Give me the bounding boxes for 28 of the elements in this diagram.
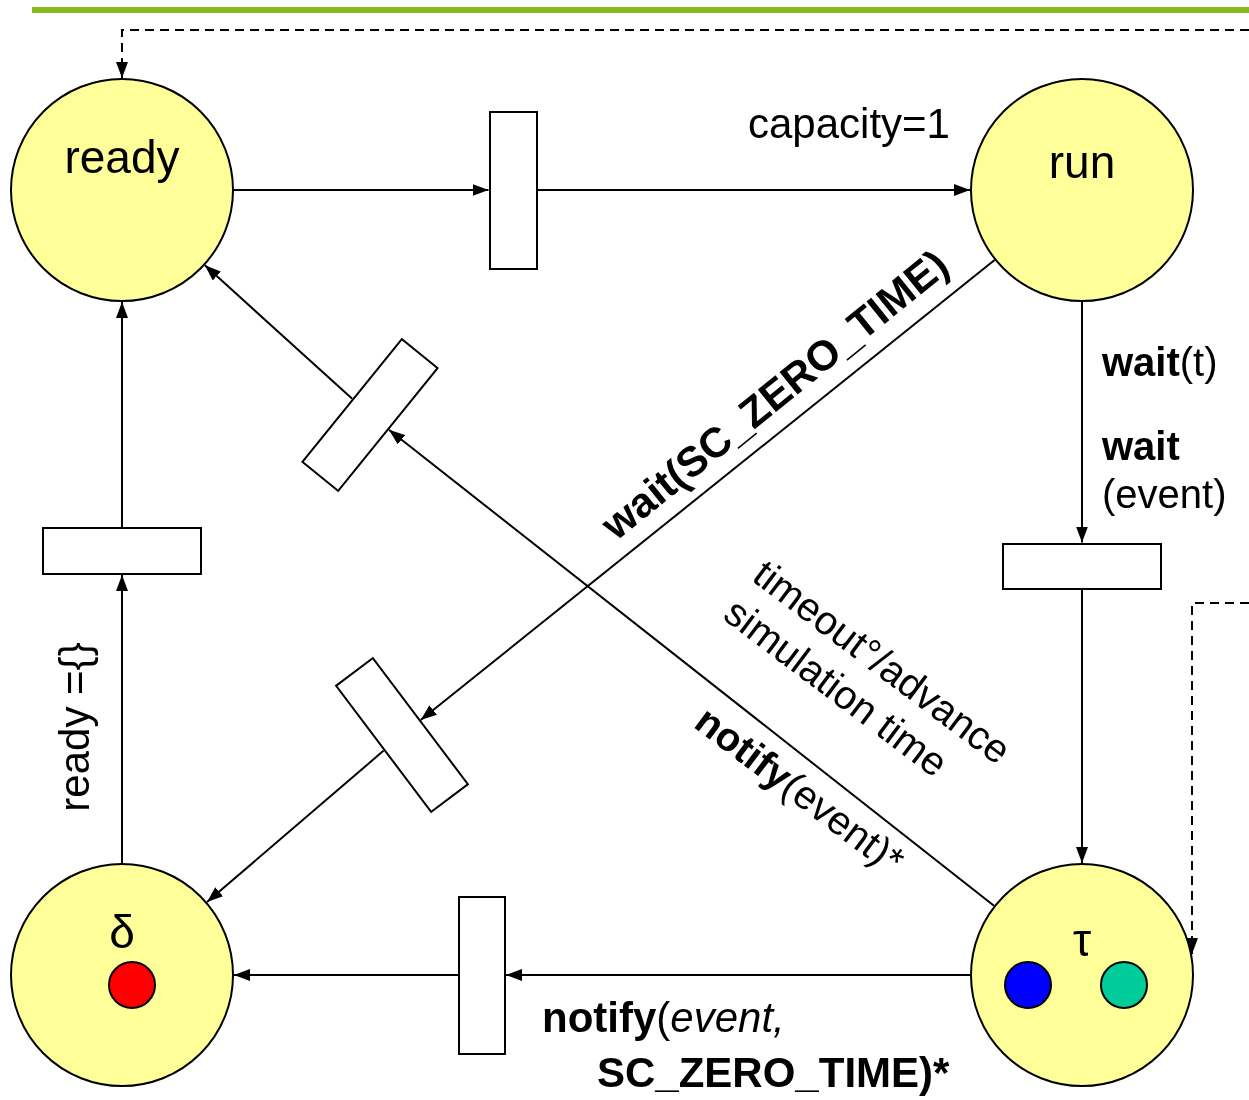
arrow xyxy=(116,574,128,864)
annotation-text: wait (event) xyxy=(1102,423,1228,518)
arrow xyxy=(233,969,459,981)
place-label: δ xyxy=(109,909,135,955)
annotation-text: ready ={} xyxy=(49,642,99,812)
annotation-text: SC_ZERO_TIME)* xyxy=(597,1047,950,1098)
dashed-arrow xyxy=(116,29,1249,79)
token-dot xyxy=(1004,961,1052,1009)
transition-bar xyxy=(42,527,202,575)
token-dot xyxy=(1100,961,1148,1009)
arrow xyxy=(505,969,971,981)
token-dot xyxy=(108,961,156,1009)
annotation-text: wait(t) xyxy=(1102,339,1218,386)
arrow xyxy=(206,749,385,904)
place-label: τ xyxy=(1072,917,1092,963)
arrow xyxy=(116,301,128,528)
arrow xyxy=(1076,588,1088,864)
annotation-text: capacity=1 xyxy=(748,98,950,149)
arrow xyxy=(233,184,490,196)
place-label: run xyxy=(1048,139,1116,185)
transition-bar xyxy=(458,895,506,1055)
annotation-text: notify(event, xyxy=(542,992,785,1043)
arrow xyxy=(536,184,971,196)
arrow xyxy=(387,428,995,907)
arrow xyxy=(419,259,996,721)
arrow xyxy=(203,264,354,400)
transition-bar xyxy=(488,110,538,270)
arrow xyxy=(1076,301,1088,544)
